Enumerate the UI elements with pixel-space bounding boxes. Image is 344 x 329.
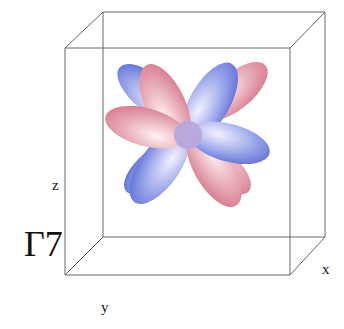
axis-label: y xyxy=(101,300,109,315)
axis-label: z xyxy=(52,178,59,193)
symmetry-label: Γ7 xyxy=(24,226,63,262)
orbital-lobes xyxy=(101,52,278,216)
axis-label: x xyxy=(322,262,330,277)
cube-frame xyxy=(65,12,325,275)
